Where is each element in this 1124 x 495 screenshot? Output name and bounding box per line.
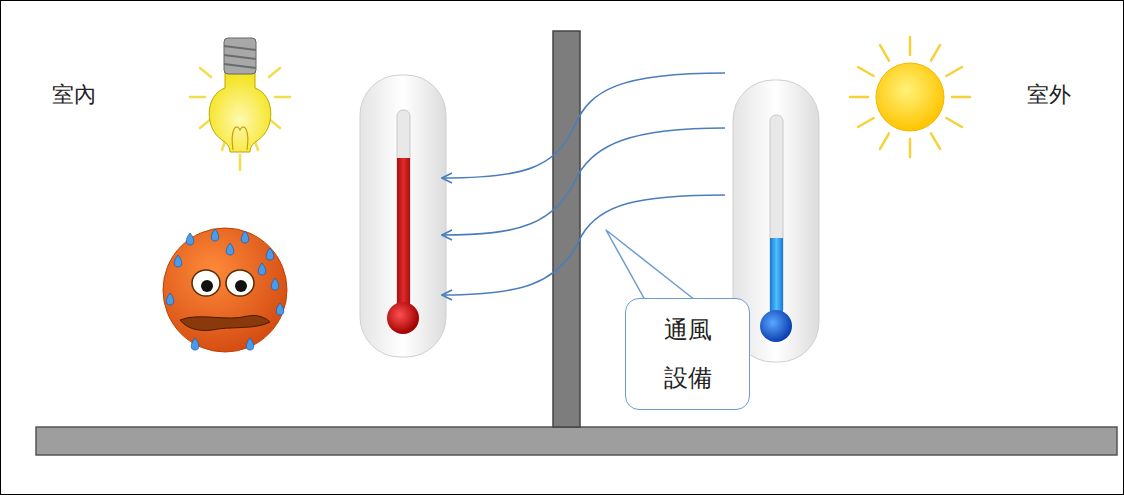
airflow-arrows <box>442 73 725 295</box>
callout-pointer <box>606 230 695 300</box>
area-label: 室外 <box>1027 80 1071 110</box>
light-bulb <box>190 38 290 170</box>
sun <box>850 37 970 157</box>
callout-text: 通風 設備 <box>660 306 715 402</box>
hot-face <box>163 228 287 352</box>
floor <box>36 427 1117 455</box>
indoor-thermometer <box>360 75 446 357</box>
callout-box: 通風 設備 <box>625 298 750 410</box>
area-label: 室內 <box>52 80 96 110</box>
wall <box>553 31 580 427</box>
